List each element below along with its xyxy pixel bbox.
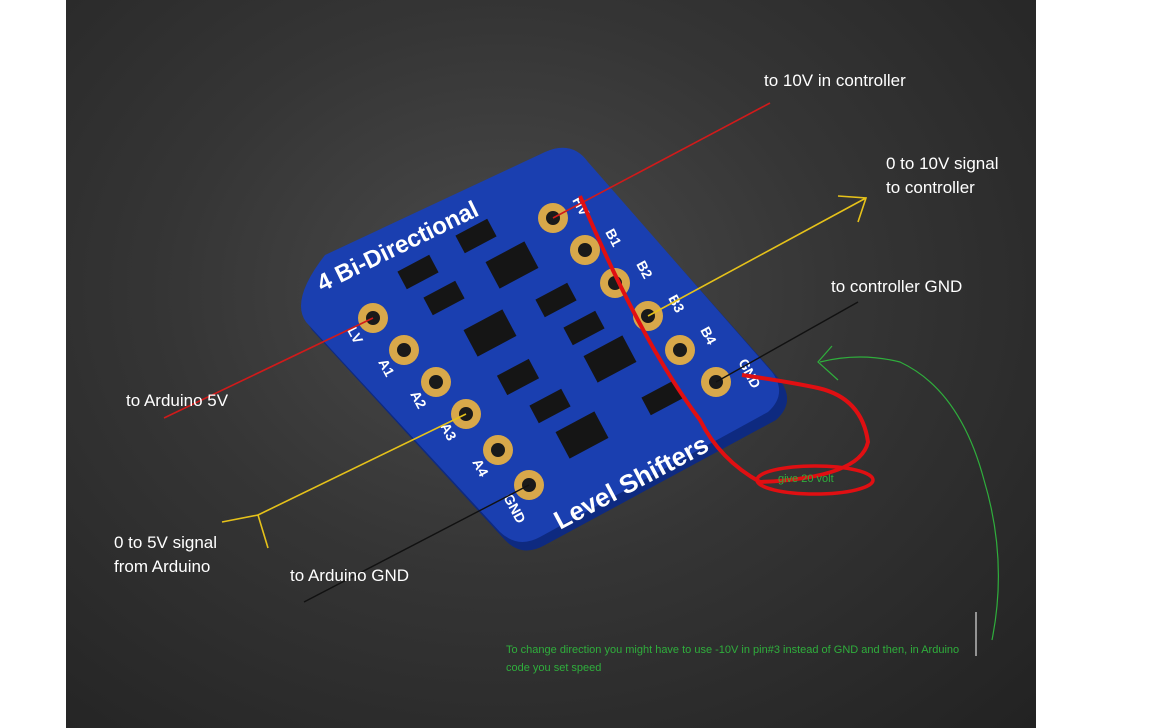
pin-label-b2: B2 [633, 258, 656, 282]
pin-label-b1: B1 [602, 226, 625, 250]
label-to-10v: to 10V in controller [764, 71, 906, 90]
pcb-surface [300, 147, 780, 542]
yellow-arrow-head-left [221, 514, 269, 549]
yellow-wire-to-controller [647, 197, 867, 317]
annotation-lines [163, 102, 999, 656]
pin-label-a2: A2 [407, 388, 430, 412]
label-give-20v: give 20 volt [778, 473, 834, 485]
pin-label-b4: B4 [697, 324, 720, 348]
red-ellipse-give-20v [755, 464, 875, 496]
red-wire-to-arduino-5v [163, 317, 374, 419]
yellow-wire-from-arduino [257, 413, 467, 516]
black-wire-to-arduino-gnd [303, 484, 530, 603]
pin-label-a4: A4 [469, 456, 492, 480]
label-arduino-gnd: to Arduino GND [290, 566, 410, 585]
red-wire-to-10v [552, 102, 771, 219]
components [397, 218, 683, 459]
level-shifter-board: 4 Bi-Directional Level Shifters LV A1 A2… [300, 147, 788, 551]
label-10v-signal-line1: 0 to 10V signal [886, 154, 999, 173]
left-pads [358, 303, 544, 500]
pin-label-a1: A1 [375, 356, 398, 380]
label-10v-signal-line2: to controller [886, 178, 975, 197]
label-5v-signal-line1: 0 to 5V signal [114, 533, 218, 552]
black-wire-to-controller-gnd [715, 301, 859, 383]
label-5v-signal-line2: from Arduino [114, 557, 211, 576]
red-hand-drawn-path [578, 195, 871, 485]
label-arduino-5v: to Arduino 5V [126, 391, 229, 410]
green-arrow-head [817, 345, 839, 381]
label-controller-gnd: to controller GND [831, 277, 963, 296]
direction-note: To change direction you might have to us… [506, 644, 960, 674]
green-direction-curve [819, 356, 999, 641]
yellow-arrow-head-right [837, 195, 868, 223]
